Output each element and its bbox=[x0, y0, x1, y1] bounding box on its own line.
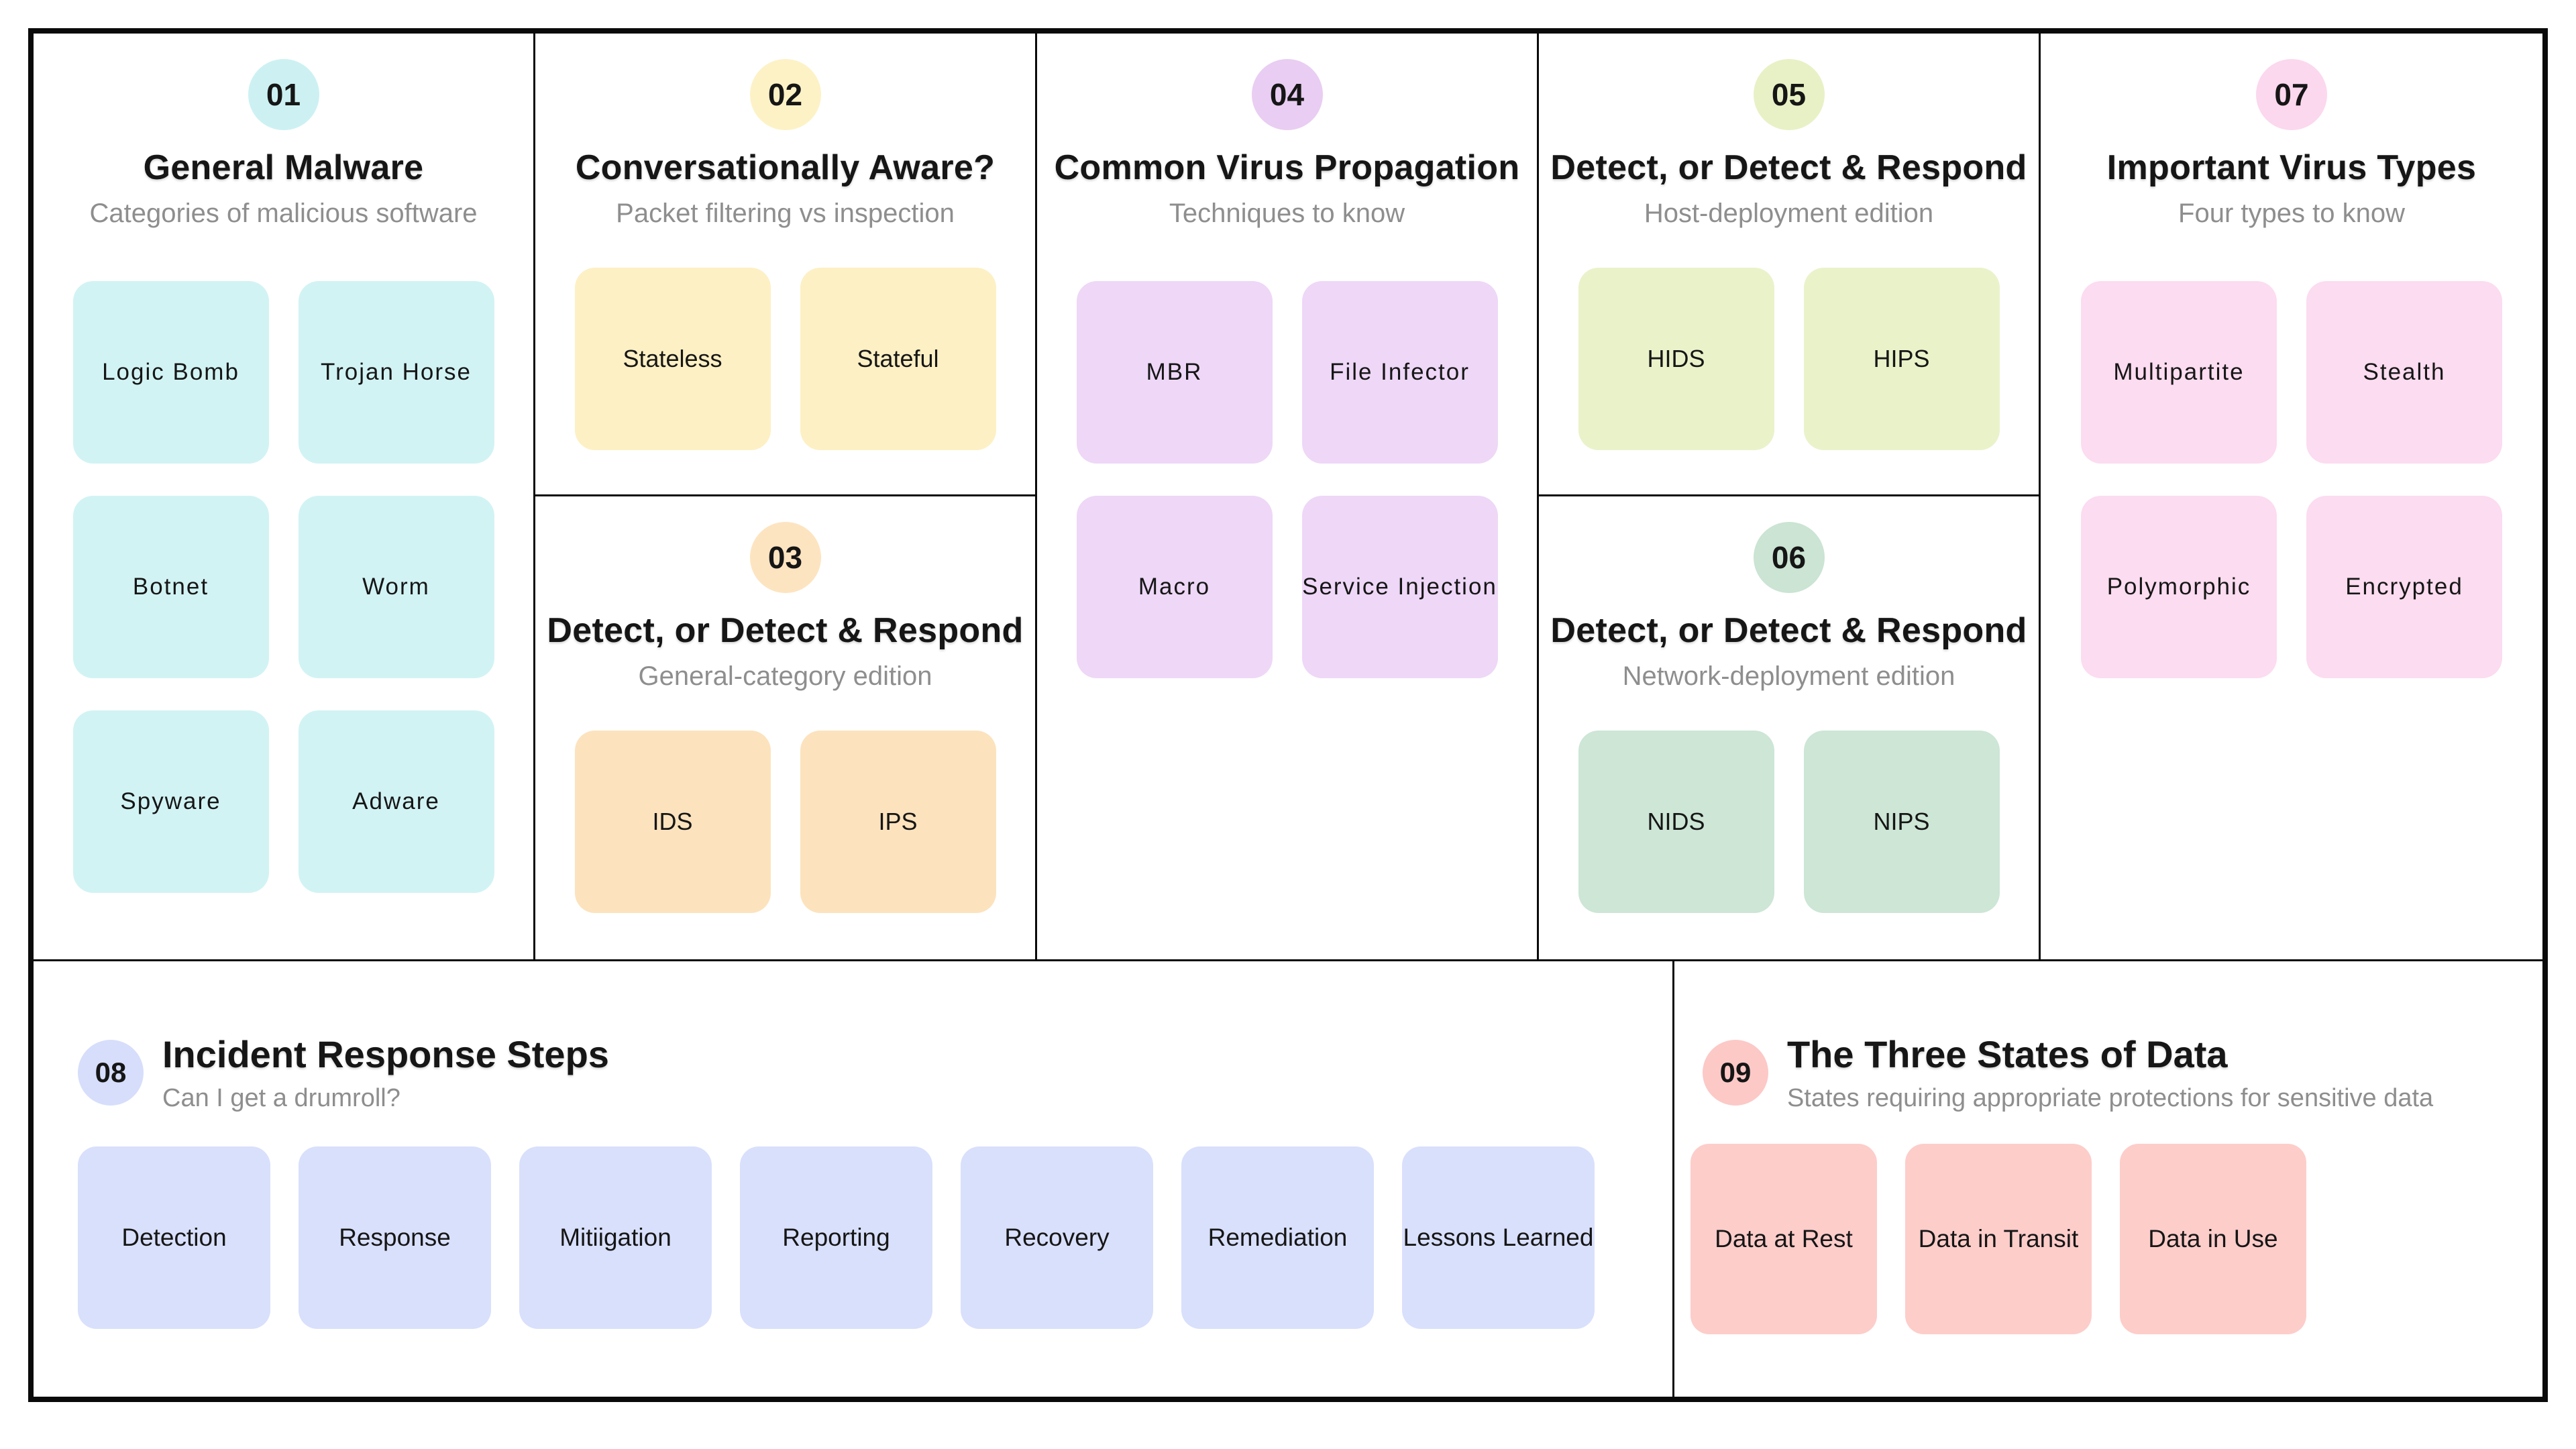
flashcard[interactable]: NIDS bbox=[1578, 731, 1774, 913]
flashcard[interactable]: IPS bbox=[800, 731, 996, 913]
flashcard[interactable]: Response bbox=[299, 1146, 491, 1329]
bottom-row: 08 Incident Response Steps Can I get a d… bbox=[34, 959, 2542, 1397]
flashcard[interactable]: MBR bbox=[1076, 281, 1273, 464]
section-title: General Malware bbox=[143, 148, 424, 187]
column-4-top: 05 Detect, or Detect & Respond Host-depl… bbox=[1539, 34, 2039, 496]
flashcard[interactable]: Botnet bbox=[72, 496, 269, 678]
flashcard[interactable]: Data at Rest bbox=[1690, 1144, 1877, 1334]
section-detect-respond-host: 05 Detect, or Detect & Respond Host-depl… bbox=[1539, 34, 2039, 494]
column-2-top: 02 Conversationally Aware? Packet filter… bbox=[535, 34, 1035, 496]
flashcard[interactable]: Recovery bbox=[961, 1146, 1153, 1329]
flashcard[interactable]: IDS bbox=[574, 731, 771, 913]
flashcard[interactable]: Data in Transit bbox=[1904, 1144, 2092, 1334]
section-number-badge: 08 bbox=[78, 1040, 144, 1106]
section-number-badge: 07 bbox=[2256, 59, 2327, 130]
flashcard[interactable]: Adware bbox=[298, 710, 494, 893]
flashcard[interactable]: Spyware bbox=[72, 710, 269, 893]
flashcard[interactable]: Polymorphic bbox=[2081, 496, 2277, 678]
section-subtitle: Categories of malicious software bbox=[89, 199, 478, 228]
section-incident-response: 08 Incident Response Steps Can I get a d… bbox=[34, 961, 1674, 1397]
section-subtitle: General-category edition bbox=[638, 661, 932, 691]
section-title: Detect, or Detect & Respond bbox=[1550, 611, 2027, 650]
flashcard[interactable]: Lessons Learned bbox=[1402, 1146, 1595, 1329]
column-2: 02 Conversationally Aware? Packet filter… bbox=[535, 34, 1037, 959]
section-detect-respond-network: 06 Detect, or Detect & Respond Network-d… bbox=[1539, 496, 2039, 959]
column-3: 04 Common Virus Propagation Techniques t… bbox=[1037, 34, 1539, 959]
flashcard[interactable]: Reporting bbox=[740, 1146, 932, 1329]
section-number-badge: 04 bbox=[1251, 59, 1323, 130]
flashcard[interactable]: Logic Bomb bbox=[72, 281, 269, 464]
flashcard[interactable]: Detection bbox=[78, 1146, 270, 1329]
column-4: 05 Detect, or Detect & Respond Host-depl… bbox=[1539, 34, 2041, 959]
top-row: 01 General Malware Categories of malicio… bbox=[34, 34, 2542, 959]
section-virus-propagation: 04 Common Virus Propagation Techniques t… bbox=[1037, 34, 1537, 959]
flashcard[interactable]: Encrypted bbox=[2306, 496, 2502, 678]
section-conversationally-aware: 02 Conversationally Aware? Packet filter… bbox=[535, 34, 1035, 494]
column-1: 01 General Malware Categories of malicio… bbox=[34, 34, 535, 959]
section-number-badge: 05 bbox=[1753, 59, 1825, 130]
flashcard[interactable]: HIPS bbox=[1803, 268, 2000, 450]
section-number-badge: 01 bbox=[248, 59, 319, 130]
section-title: Common Virus Propagation bbox=[1054, 148, 1520, 187]
flashcard[interactable]: NIPS bbox=[1803, 731, 2000, 913]
section-header: 08 Incident Response Steps Can I get a d… bbox=[78, 1032, 609, 1113]
column-5: 07 Important Virus Types Four types to k… bbox=[2041, 34, 2542, 959]
section-number-badge: 06 bbox=[1753, 522, 1825, 593]
section-header: 09 The Three States of Data States requi… bbox=[1702, 1032, 2434, 1113]
section-title: The Three States of Data bbox=[1786, 1033, 2228, 1075]
flashcard[interactable]: Trojan Horse bbox=[298, 281, 494, 464]
flashcard[interactable]: Worm bbox=[298, 496, 494, 678]
flashcard[interactable]: Multipartite bbox=[2081, 281, 2277, 464]
section-title: Conversationally Aware? bbox=[575, 148, 996, 187]
flashcard[interactable]: Service Injection bbox=[1301, 496, 1498, 678]
study-board: 01 General Malware Categories of malicio… bbox=[28, 28, 2548, 1402]
flashcard[interactable]: Macro bbox=[1076, 496, 1273, 678]
section-number-badge: 03 bbox=[749, 522, 821, 593]
section-subtitle: States requiring appropriate protections… bbox=[1786, 1084, 2434, 1112]
section-number-badge: 02 bbox=[749, 59, 821, 130]
column-4-bottom: 06 Detect, or Detect & Respond Network-d… bbox=[1539, 496, 2039, 959]
section-subtitle: Packet filtering vs inspection bbox=[616, 199, 955, 228]
flashcard[interactable]: Stateless bbox=[574, 268, 771, 450]
flashcard[interactable]: Stateful bbox=[800, 268, 996, 450]
section-general-malware: 01 General Malware Categories of malicio… bbox=[34, 34, 533, 959]
section-title: Detect, or Detect & Respond bbox=[547, 611, 1024, 650]
flashcard[interactable]: Stealth bbox=[2306, 281, 2502, 464]
section-subtitle: Four types to know bbox=[2178, 199, 2405, 228]
section-detect-respond-general: 03 Detect, or Detect & Respond General-c… bbox=[535, 496, 1035, 959]
section-subtitle: Techniques to know bbox=[1169, 199, 1405, 228]
section-virus-types: 07 Important Virus Types Four types to k… bbox=[2041, 34, 2542, 959]
flashcard[interactable]: File Infector bbox=[1301, 281, 1498, 464]
section-number-badge: 09 bbox=[1702, 1040, 1768, 1106]
section-title: Important Virus Types bbox=[2106, 148, 2477, 187]
section-title: Detect, or Detect & Respond bbox=[1550, 148, 2027, 187]
column-2-bottom: 03 Detect, or Detect & Respond General-c… bbox=[535, 496, 1035, 959]
section-subtitle: Host-deployment edition bbox=[1644, 199, 1934, 228]
section-subtitle: Can I get a drumroll? bbox=[162, 1084, 400, 1112]
section-title: Incident Response Steps bbox=[162, 1033, 609, 1075]
section-states-of-data: 09 The Three States of Data States requi… bbox=[1674, 961, 2542, 1397]
flashcard[interactable]: Data in Use bbox=[2119, 1144, 2306, 1334]
flashcard[interactable]: Mitiigation bbox=[519, 1146, 712, 1329]
section-subtitle: Network-deployment edition bbox=[1622, 661, 1955, 691]
flashcard[interactable]: HIDS bbox=[1578, 268, 1774, 450]
flashcard[interactable]: Remediation bbox=[1181, 1146, 1374, 1329]
